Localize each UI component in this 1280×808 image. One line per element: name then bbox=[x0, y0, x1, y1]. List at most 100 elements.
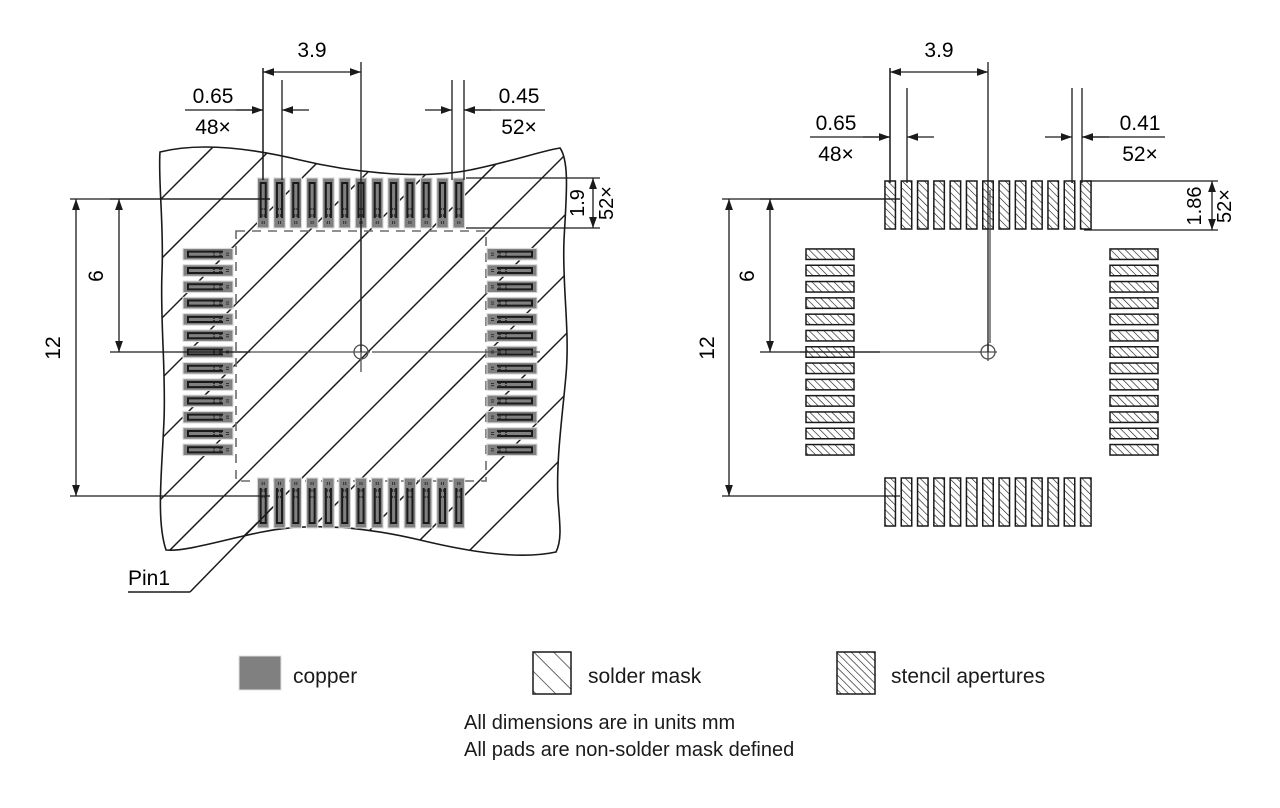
copper-pad bbox=[182, 313, 234, 326]
stencil-aperture bbox=[1109, 346, 1159, 358]
copper-pad bbox=[403, 477, 417, 529]
note-mask-defined: All pads are non-solder mask defined bbox=[464, 739, 794, 761]
copper-pad bbox=[273, 177, 286, 229]
pin1-label: Pin1 bbox=[128, 567, 170, 590]
stencil-dim-aperture-length-1p86-count: 52× bbox=[1214, 189, 1236, 223]
copper-pad bbox=[486, 443, 538, 457]
stencil-aperture bbox=[1109, 378, 1159, 391]
stencil-dim-row-span-6-label: 6 bbox=[736, 270, 759, 282]
stencil-aperture bbox=[949, 180, 962, 230]
dim-pad-width-0p45-value: 0.45 bbox=[499, 85, 540, 108]
stencil-aperture bbox=[916, 180, 929, 230]
stencil-aperture bbox=[1109, 443, 1159, 456]
stencil-aperture bbox=[1014, 477, 1027, 527]
stencil-aperture bbox=[900, 477, 913, 527]
stencil-aperture bbox=[900, 180, 913, 230]
stencil-dim-aperture-length-1p86-value: 1.86 bbox=[1184, 187, 1206, 226]
solder-mask-outline bbox=[158, 146, 568, 556]
copper-pad bbox=[182, 361, 234, 375]
copper-pad bbox=[387, 177, 400, 229]
solder-mask-hatching bbox=[159, 146, 568, 556]
copper-pad bbox=[305, 177, 319, 229]
stencil-row-right bbox=[1109, 248, 1159, 456]
stencil-aperture bbox=[1063, 180, 1076, 230]
stencil-aperture bbox=[1047, 477, 1060, 527]
copper-pad bbox=[419, 177, 433, 229]
stencil-dimension-row-span-6 bbox=[760, 198, 900, 353]
stencil-view: 12 6 3.9 0.65 48× bbox=[696, 39, 1236, 527]
copper-pad bbox=[273, 477, 286, 529]
copper-pad bbox=[256, 477, 270, 529]
stencil-aperture bbox=[805, 411, 855, 424]
copper-pad bbox=[338, 477, 352, 529]
copper-pad bbox=[322, 177, 335, 229]
copper-pad bbox=[182, 378, 234, 391]
stencil-dim-aperture-width-0p41-value: 0.41 bbox=[1120, 112, 1161, 135]
copper-pad bbox=[289, 177, 303, 229]
note-units: All dimensions are in units mm bbox=[464, 712, 735, 734]
copper-pad bbox=[486, 296, 538, 310]
stencil-dim-inner-span-3p9-label: 3.9 bbox=[924, 39, 953, 62]
stencil-aperture bbox=[884, 180, 897, 230]
stencil-aperture bbox=[982, 477, 994, 527]
copper-pad bbox=[419, 477, 433, 529]
pin1-leader bbox=[128, 507, 273, 593]
stencil-aperture bbox=[949, 477, 962, 527]
copper-pad bbox=[305, 477, 319, 529]
dimension-pad-length-1p9 bbox=[466, 177, 600, 229]
stencil-dim-aperture-width-0p41-count: 52× bbox=[1122, 143, 1158, 166]
copper-pad bbox=[452, 177, 466, 229]
copper-pad bbox=[182, 427, 234, 440]
copper-pad-row-top bbox=[256, 177, 466, 229]
copper-pad bbox=[182, 394, 234, 408]
stencil-aperture bbox=[805, 248, 855, 261]
legend-item-solder-mask: solder mask bbox=[532, 651, 702, 695]
dimension-row-span-6 bbox=[110, 198, 270, 353]
copper-pad bbox=[486, 313, 538, 326]
legend-item-copper: copper bbox=[238, 655, 357, 691]
stencil-aperture bbox=[884, 477, 897, 527]
stencil-aperture bbox=[1109, 329, 1159, 342]
stencil-dimension-aperture-width-0p41 bbox=[1045, 88, 1165, 183]
copper-pad bbox=[486, 280, 538, 294]
stencil-aperture bbox=[805, 280, 855, 293]
stencil-dim-pitch-0p65-value: 0.65 bbox=[816, 112, 857, 135]
copper-pad-row-bottom bbox=[256, 477, 466, 529]
copper-pad bbox=[182, 264, 234, 277]
copper-pad bbox=[486, 247, 538, 261]
solder-mask-region bbox=[158, 146, 568, 556]
stencil-aperture bbox=[805, 264, 855, 277]
copper-pad bbox=[354, 477, 368, 529]
dim-pitch-0p65-value: 0.65 bbox=[193, 85, 234, 108]
dim-pad-length-1p9-count: 52× bbox=[596, 186, 618, 220]
copper-view: 12 6 3.9 0.65 48× bbox=[42, 39, 618, 593]
stencil-aperture bbox=[916, 477, 929, 527]
stencil-aperture bbox=[805, 313, 855, 326]
copper-pad bbox=[338, 177, 352, 229]
stencil-aperture bbox=[1109, 280, 1159, 293]
stencil-aperture bbox=[805, 362, 855, 375]
notes-block: All dimensions are in units mm All pads … bbox=[464, 712, 794, 761]
stencil-aperture bbox=[805, 443, 855, 456]
copper-pad bbox=[452, 477, 466, 529]
copper-pad bbox=[370, 177, 384, 229]
stencil-aperture bbox=[1109, 411, 1159, 424]
copper-pad bbox=[486, 361, 538, 375]
legend-label-copper: copper bbox=[293, 665, 357, 688]
copper-pad bbox=[182, 247, 234, 261]
stencil-aperture bbox=[1109, 427, 1159, 440]
stencil-aperture bbox=[933, 477, 946, 527]
copper-pad bbox=[486, 394, 538, 408]
copper-pad bbox=[436, 177, 449, 229]
copper-pad bbox=[182, 329, 234, 343]
copper-pad bbox=[182, 443, 234, 457]
legend-item-stencil-apertures: stencil apertures bbox=[836, 651, 1045, 695]
stencil-aperture bbox=[1109, 362, 1159, 375]
copper-pad bbox=[182, 296, 234, 310]
copper-pad bbox=[403, 177, 417, 229]
stencil-aperture bbox=[1030, 180, 1043, 230]
stencil-row-bottom bbox=[884, 477, 1092, 527]
copper-pad bbox=[182, 410, 234, 424]
stencil-aperture bbox=[805, 394, 855, 407]
